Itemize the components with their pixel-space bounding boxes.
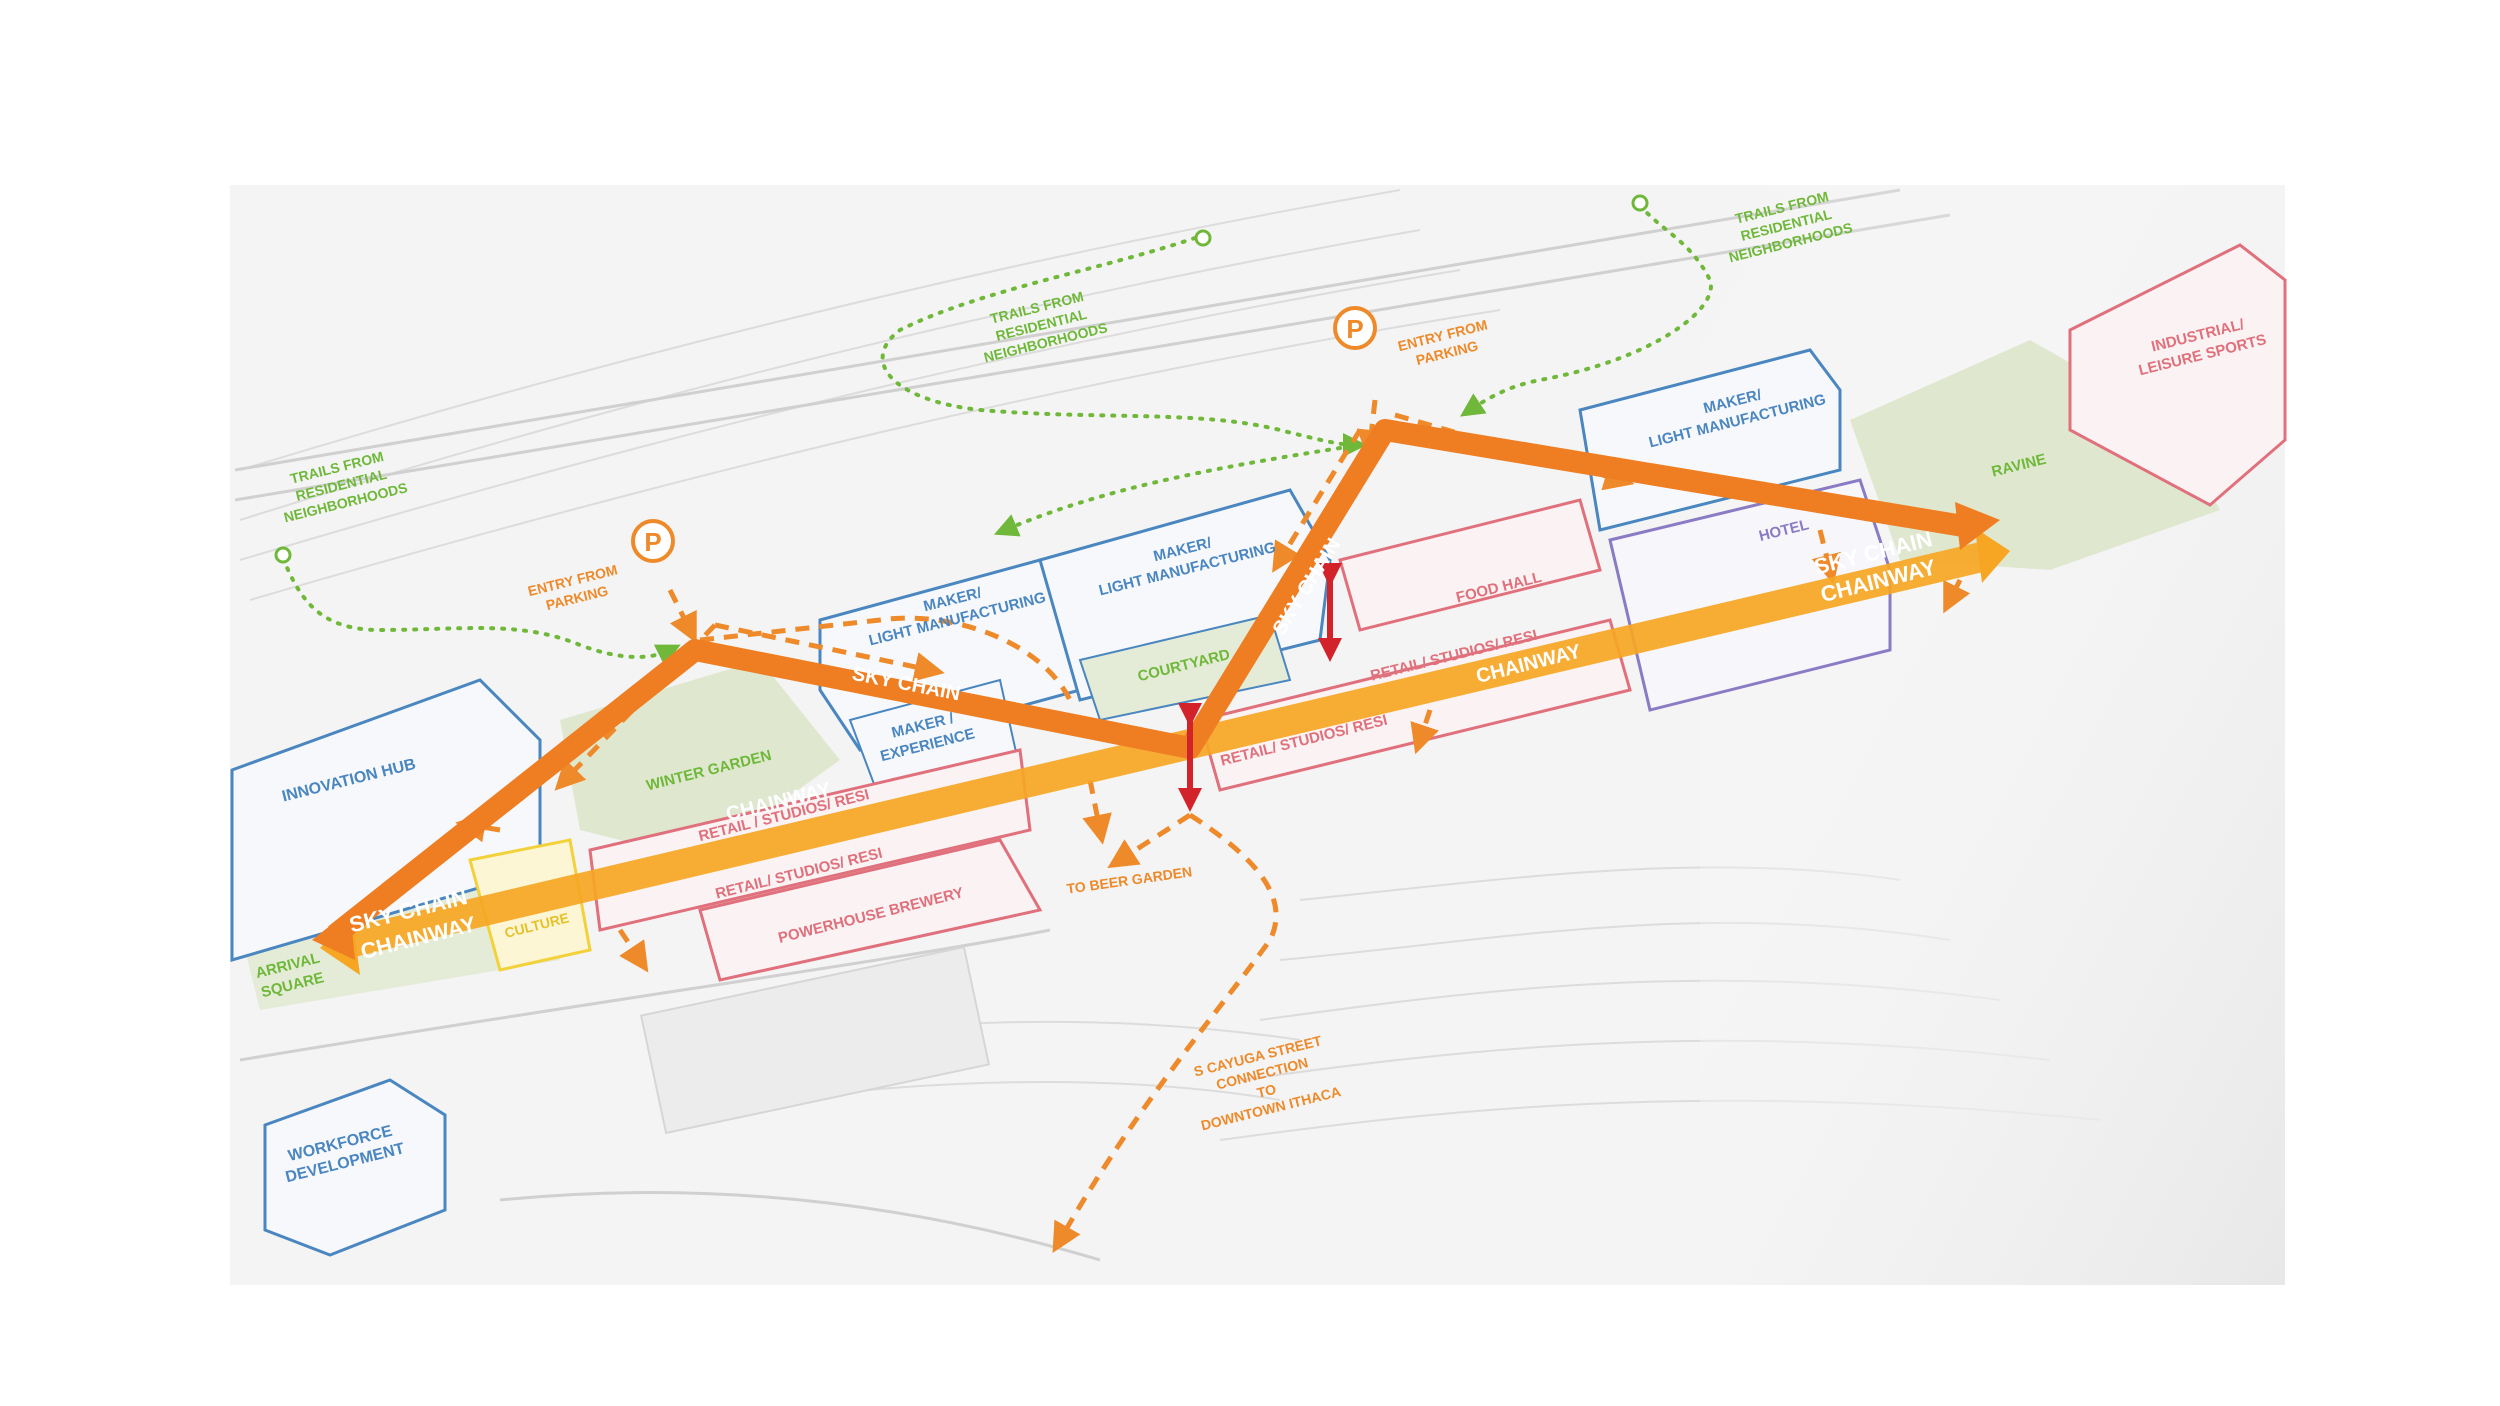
parking-icon-2: P <box>1333 306 1377 350</box>
trail-path-middle <box>880 236 1367 457</box>
trail-start-3 <box>1631 194 1649 212</box>
label-trails-3: TRAILS FROM RESIDENTIAL NEIGHBORHOODS <box>1727 188 1854 265</box>
sky-chain-arrowhead-left <box>312 910 355 960</box>
industrial-building <box>2068 243 2287 507</box>
parking-icon-1-label: P <box>644 527 661 557</box>
chainway-arrowhead-right <box>1975 528 2010 583</box>
powerhouse-building <box>698 838 1043 982</box>
svg-text:TO: TO <box>1255 1081 1278 1101</box>
sky-chain-arrowhead-right <box>1955 502 2000 550</box>
parking-icon-1: P <box>631 519 675 563</box>
trail-path-left <box>281 556 681 667</box>
workforce-building <box>263 1078 447 1257</box>
trail-path-middle-2 <box>993 446 1342 537</box>
trail-start-2 <box>1194 229 1212 247</box>
parking-icon-2-label: P <box>1346 314 1363 344</box>
courtyard-area <box>1078 613 1292 722</box>
innovation-hub-building <box>230 678 542 963</box>
food-hall-building <box>1338 498 1602 632</box>
trails-paths <box>281 203 1713 667</box>
trail-start-1 <box>274 546 292 564</box>
vertical-links <box>1178 563 1342 812</box>
